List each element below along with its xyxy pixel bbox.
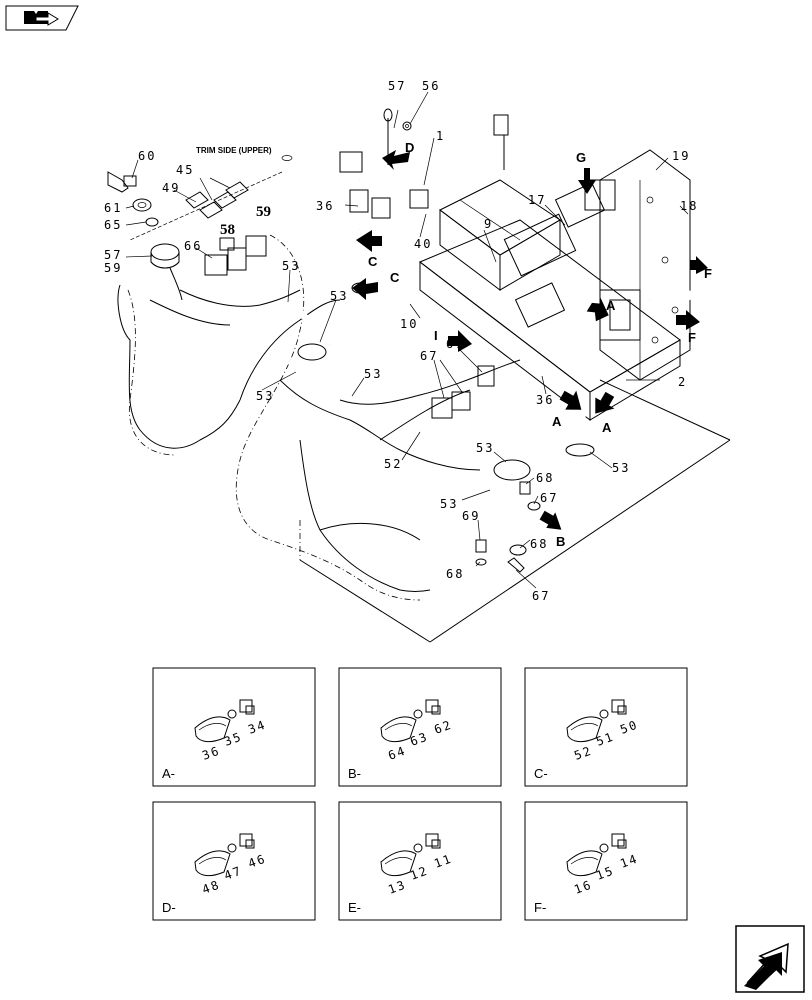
callout-56: 61 <box>104 201 122 215</box>
svg-text:G: G <box>576 150 586 165</box>
trim-side-label: TRIM SIDE (UPPER) <box>196 146 272 155</box>
detail-label-a: A- <box>162 766 175 781</box>
svg-text:48: 48 <box>200 877 222 896</box>
detail-label-b: B- <box>348 766 361 781</box>
svg-text:15: 15 <box>594 863 616 882</box>
callout-2: 2 <box>678 375 687 389</box>
callout-40: 36 <box>316 199 334 213</box>
rocker-switches-44 <box>185 181 249 219</box>
callout-59-small: 66 <box>184 239 202 253</box>
callout-42: 56 <box>422 79 440 93</box>
svg-text:A: A <box>606 298 616 313</box>
callout-68-b: 68 <box>446 567 464 581</box>
callout-45: 49 <box>162 181 180 195</box>
view-arrow-a-top: A <box>586 297 616 322</box>
svg-text:C: C <box>368 254 378 269</box>
callout-52-f: 53 <box>612 461 630 475</box>
callout-61: 67 <box>420 349 438 363</box>
svg-text:36: 36 <box>200 743 222 762</box>
callout-52-b: 53 <box>330 289 348 303</box>
callout-9: 9 <box>484 217 493 231</box>
callout-57: 65 <box>104 218 122 232</box>
svg-text:63: 63 <box>408 729 430 748</box>
ignition-switch <box>107 171 183 301</box>
callout-numbers: 57 56 1 36 40 9 10 17 18 19 2 36 60 61 6… <box>104 79 698 603</box>
callout-43: 57 <box>388 79 406 93</box>
svg-text:47: 47 <box>222 863 244 882</box>
detail-label-e: E- <box>348 900 361 915</box>
view-arrow-d: D <box>382 140 414 170</box>
detail-panel-e: 13 12 11 E- <box>338 801 502 921</box>
callout-52-c: 53 <box>364 367 382 381</box>
callout-54: 59 <box>104 261 122 275</box>
view-arrow-f: F <box>676 310 700 345</box>
detail-panel-b: 64 63 62 B- <box>338 667 502 787</box>
svg-text:52: 52 <box>572 743 594 762</box>
view-arrow-b: B <box>539 510 565 549</box>
callout-52-g: 53 <box>440 497 458 511</box>
exploded-diagram: TRIM SIDE (UPPER) 57 56 1 36 40 9 10 17 … <box>104 79 731 643</box>
svg-text:I: I <box>434 328 438 343</box>
detail-panel-c: 52 51 50 C- <box>524 667 688 787</box>
svg-text:11: 11 <box>432 851 454 870</box>
view-arrow-a-right: A <box>595 391 615 435</box>
callout-68-a: 68 <box>530 537 548 551</box>
callout-52-e: 53 <box>476 441 494 455</box>
svg-text:35: 35 <box>222 729 244 748</box>
book-arrow-icon <box>24 11 59 26</box>
callout-17: 17 <box>528 193 546 207</box>
nav-tab[interactable] <box>5 5 79 31</box>
view-arrow-a-left: A <box>552 390 582 429</box>
view-arrow-h: G <box>576 150 596 194</box>
callout-18: 18 <box>680 199 698 213</box>
callout-49: 52 <box>384 457 402 471</box>
callout-65: 67 <box>540 491 558 505</box>
next-page-button[interactable] <box>735 925 805 993</box>
callout-52-d: 53 <box>256 389 274 403</box>
callout-66: 68 <box>536 471 554 485</box>
callout-1: 1 <box>436 129 445 143</box>
svg-text:46: 46 <box>246 851 268 870</box>
svg-text:B: B <box>556 534 565 549</box>
svg-text:C: C <box>390 270 400 285</box>
callout-41: 40 <box>414 237 432 251</box>
view-arrow-i: I <box>434 328 472 352</box>
view-arrow-c-1: C <box>356 230 382 269</box>
svg-text:14: 14 <box>618 851 640 870</box>
svg-text:F: F <box>688 330 696 345</box>
svg-text:62: 62 <box>432 717 454 736</box>
svg-text:51: 51 <box>594 729 616 748</box>
svg-text:A: A <box>602 420 612 435</box>
detail-panel-f: 16 15 14 F- <box>524 801 688 921</box>
callout-10: 10 <box>400 317 418 331</box>
callout-44: 45 <box>176 163 194 177</box>
svg-text:64: 64 <box>386 743 408 762</box>
next-page-arrow-icon <box>744 942 789 990</box>
svg-text:12: 12 <box>408 863 430 882</box>
callout-58-bold: 58 <box>220 222 235 238</box>
svg-text:50: 50 <box>618 717 640 736</box>
svg-text:A: A <box>552 414 562 429</box>
svg-text:34: 34 <box>246 717 268 736</box>
callout-19: 19 <box>672 149 690 163</box>
svg-text:D: D <box>405 140 414 155</box>
svg-text:F: F <box>704 266 712 281</box>
callout-36: 36 <box>536 393 554 407</box>
callout-53: 57 <box>104 248 122 262</box>
view-arrow-c-2: C <box>352 270 400 300</box>
detail-panel-d: 48 47 46 D- <box>152 801 316 921</box>
detail-label-c: C- <box>534 766 548 781</box>
callout-69: 69 <box>462 509 480 523</box>
view-arrow-g: F <box>690 256 712 281</box>
callout-59-bold: 59 <box>256 204 271 220</box>
detail-label-d: D- <box>162 900 176 915</box>
callout-67: 67 <box>532 589 550 603</box>
svg-text:16: 16 <box>572 877 594 896</box>
callout-52-a: 53 <box>282 259 300 273</box>
callout-55: 60 <box>138 149 156 163</box>
detail-panel-a: 36 35 34 A- <box>152 667 316 787</box>
detail-label-f: F- <box>534 900 546 915</box>
svg-text:13: 13 <box>386 877 408 896</box>
